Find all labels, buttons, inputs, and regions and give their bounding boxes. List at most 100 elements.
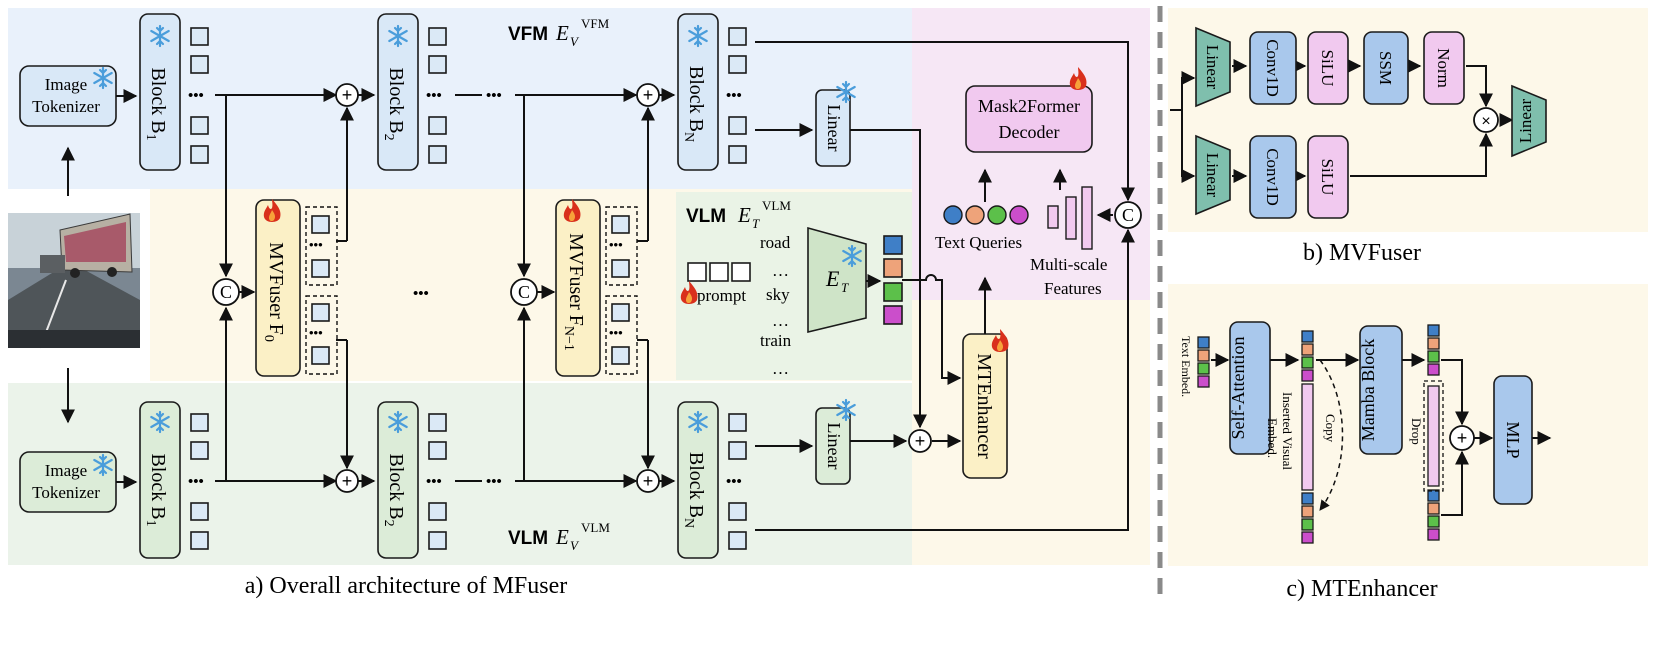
svg-text:VLM: VLM	[508, 528, 548, 549]
svg-text:+: +	[342, 85, 353, 105]
svg-text:Linear: Linear	[824, 423, 844, 470]
svg-text:VLM: VLM	[581, 520, 610, 535]
svg-text:prompt: prompt	[697, 286, 746, 305]
svg-text:Linear: Linear	[1203, 153, 1222, 198]
svg-text:train: train	[760, 331, 792, 350]
svg-text:+: +	[1457, 428, 1468, 448]
head-region	[912, 8, 1150, 300]
svg-text:T: T	[841, 280, 849, 295]
prompt-tokens: prompt	[680, 262, 751, 305]
caption-b: b) MVFuser	[1303, 240, 1421, 266]
svg-text:Inserted Visual: Inserted Visual	[1280, 392, 1295, 470]
text-encoder: E T	[807, 226, 867, 334]
svg-text:Mask2Former: Mask2Former	[978, 96, 1080, 116]
svg-text:VFM: VFM	[581, 16, 610, 31]
linear-vfm: Linear	[815, 80, 856, 167]
svg-text:Copy: Copy	[1323, 414, 1338, 443]
svg-text:•••: •••	[609, 237, 623, 252]
mvfuser-f0: MVFuser F0	[255, 199, 301, 377]
svg-text:Features: Features	[1044, 279, 1102, 298]
svg-text:+: +	[342, 471, 353, 491]
svg-text:C: C	[220, 282, 232, 302]
svg-text:+: +	[643, 471, 654, 491]
svg-text:E: E	[555, 21, 569, 45]
text-queries	[943, 205, 1029, 225]
svg-text:Linear: Linear	[824, 105, 844, 152]
vlm-visual-encoder-label: VLM E V VLM	[508, 520, 610, 553]
svg-text:…: …	[772, 261, 789, 280]
svg-text:road: road	[760, 233, 791, 252]
svg-text:SiLU: SiLU	[1318, 50, 1337, 87]
enhancer-region	[912, 300, 1150, 565]
svg-text:Text Embed.: Text Embed.	[1179, 336, 1193, 397]
svg-text:VLM: VLM	[686, 206, 726, 227]
svg-text:+: +	[643, 85, 654, 105]
svg-text:SiLU: SiLU	[1318, 159, 1337, 196]
svg-text:Linear: Linear	[1203, 45, 1222, 90]
svg-text:C: C	[1122, 205, 1134, 225]
svg-text:Tokenizer: Tokenizer	[32, 483, 100, 502]
vlm-block-bn: Block BN	[677, 401, 719, 559]
svg-text:Block BN: Block BN	[681, 452, 707, 528]
svg-text:•••: •••	[426, 474, 442, 490]
svg-text:SSM: SSM	[1376, 51, 1395, 85]
svg-text:Block B1: Block B1	[143, 67, 169, 140]
vfm-block-b2: Block B2	[377, 13, 419, 171]
svg-text:MTEnhancer: MTEnhancer	[973, 353, 995, 459]
mvfuser-detail: Linear Linear Linear Conv1D Conv1D SiLU …	[1170, 26, 1547, 219]
token-ellipsis: •••	[188, 88, 204, 104]
svg-text:Image: Image	[45, 461, 87, 480]
fuser-output-tokens: ••• ••• ••• •••	[305, 206, 638, 375]
vfm-encoder-label: VFM E V VFM	[508, 16, 610, 49]
multiscale-features	[1047, 186, 1093, 250]
svg-text:•••: •••	[188, 474, 204, 490]
svg-text:•••: •••	[426, 88, 442, 104]
mtenhancer-detail: Text Embed. Self-Attention Inserted Visu…	[1179, 321, 1552, 544]
token-columns	[190, 27, 747, 550]
mvfuser-fn-1: MVFuser FN−1	[555, 199, 601, 377]
svg-text:Embed.: Embed.	[1265, 418, 1280, 458]
mtenhancer-block: MTEnhancer	[962, 329, 1009, 479]
linear-vlm: Linear	[815, 398, 856, 485]
svg-text:MVFuser F0: MVFuser F0	[261, 242, 287, 342]
text-queries-label: Text Queries	[935, 233, 1022, 252]
svg-text:•••: •••	[413, 286, 429, 302]
image-tokenizer-vlm: Image Tokenizer	[19, 451, 117, 513]
svg-text:E: E	[825, 266, 840, 291]
svg-text:VLM: VLM	[762, 198, 791, 213]
vfm-block-bn: Block BN	[677, 13, 719, 171]
svg-text:×: ×	[1481, 113, 1490, 130]
fusion-add-nodes: + + + + +	[335, 83, 932, 493]
svg-text:Block B1: Block B1	[143, 453, 169, 526]
svg-text:E: E	[737, 203, 751, 227]
tokenizer-label-line1: Image	[45, 75, 87, 94]
svg-text:T: T	[752, 216, 760, 231]
svg-text:Block B2: Block B2	[381, 453, 407, 526]
svg-text:Mamba Block: Mamba Block	[1358, 339, 1378, 441]
tokenizer-label-line2: Tokenizer	[32, 97, 100, 116]
svg-text:•••: •••	[726, 88, 742, 104]
svg-text:•••: •••	[309, 325, 323, 340]
svg-text:•••: •••	[726, 474, 742, 490]
svg-text:MLP: MLP	[1503, 421, 1523, 458]
svg-text:Multi-scale: Multi-scale	[1030, 255, 1107, 274]
svg-text:Norm: Norm	[1434, 48, 1453, 88]
text-embeddings	[883, 235, 903, 325]
svg-text:V: V	[570, 538, 580, 553]
vlm-block-b1: Block B1	[139, 401, 181, 559]
svg-text:•••: •••	[486, 88, 502, 104]
svg-text:VFM: VFM	[508, 24, 548, 45]
svg-text:Conv1D: Conv1D	[1263, 148, 1282, 206]
svg-text:•••: •••	[609, 325, 623, 340]
vlm-block-b2: Block B2	[377, 401, 419, 559]
svg-text:…: …	[772, 359, 789, 378]
svg-text:•••: •••	[309, 237, 323, 252]
svg-text:+: +	[915, 431, 926, 451]
svg-text:Drop: Drop	[1409, 418, 1424, 445]
concat-nodes: C C C	[212, 201, 1142, 306]
svg-text:Decoder: Decoder	[999, 122, 1060, 142]
svg-text:Block B2: Block B2	[381, 67, 407, 140]
svg-text:MVFuser FN−1: MVFuser FN−1	[561, 233, 587, 351]
mask2former-decoder: Mask2Former Decoder	[965, 67, 1093, 153]
